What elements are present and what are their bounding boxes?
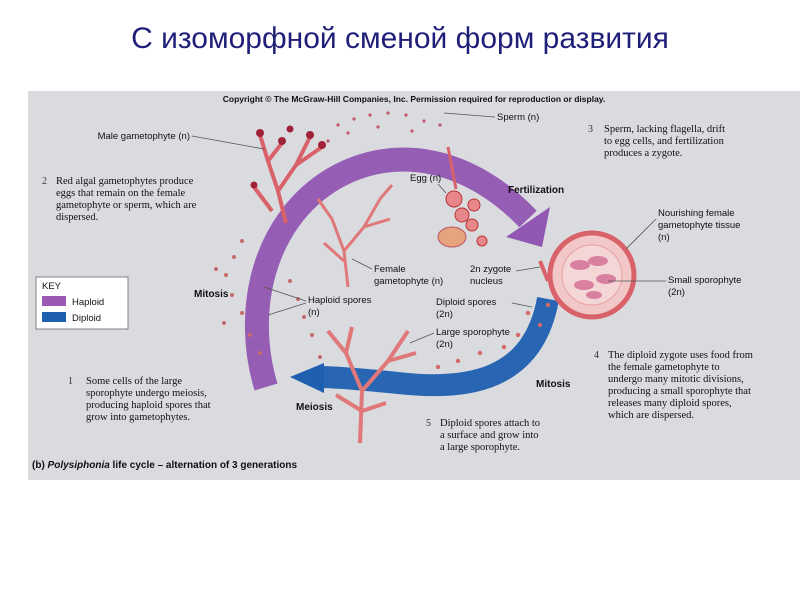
sperm-clusters [250,125,326,189]
step-4-line2: the female gametophyte to [608,362,720,373]
legend-swatch-haploid [42,296,66,306]
step-5-number: 5 [426,418,431,429]
step-4-line5: releases many diploid spores, [608,398,732,409]
step-4-line3: undergo many mitotic divisions, [608,374,744,385]
label-nourishing-line3: (n) [658,232,670,243]
legend-title: KEY [42,281,62,292]
step-1-line3: producing haploid spores that [86,400,211,411]
diploid-arrowhead [290,363,324,393]
diploid-spore-dots [435,302,551,370]
sperm-dots [326,111,442,143]
step-1-number: 1 [68,376,73,387]
label-haploid-spores-line1: Haploid spores [308,295,372,306]
legend-haploid: Haploid [72,297,104,308]
step-1-line1: Some cells of the large [86,376,182,387]
label-meiosis: Meiosis [296,402,333,413]
step-2-line1: Red algal gametophytes produce [56,176,194,187]
copyright-text: Copyright © The McGraw-Hill Companies, I… [223,94,606,104]
diploid-arrow [317,296,559,397]
label-large-sporophyte-line1: Large sporophyte [436,327,510,338]
step-3-line1: Sperm, lacking flagella, drift [604,124,725,135]
step-3-line2: to egg cells, and fertilization [604,136,725,147]
haploid-arrowhead [506,207,550,247]
label-small-sporophyte-line1: Small sporophyte [668,275,741,286]
male-gametophyte-illustration [252,134,324,224]
step-3-number: 3 [588,124,593,135]
step-1-line2: sporophyte undergo meiosis, [86,388,207,399]
legend-swatch-diploid [42,312,66,322]
legend-key: KEY Haploid Diploid [35,276,129,330]
label-zygote-line2: nucleus [470,276,503,287]
label-male-gametophyte: Male gametophyte (n) [98,131,190,142]
zygote-stalk [538,260,550,282]
step-5-line2: a surface and grow into [440,430,539,441]
label-egg: Egg (n) [410,173,441,184]
step-2-line3: gametophyte or sperm, which are [56,200,197,211]
small-sporophyte-illustration [547,230,637,320]
step-1-line4: grow into gametophytes. [86,412,190,423]
step-5-line3: a large sporophyte. [440,442,520,453]
female-gametophyte-illustration [316,184,394,288]
label-mitosis-right: Mitosis [536,379,571,390]
step-4-line6: which are dispersed. [608,410,694,421]
life-cycle-diagram: Copyright © The McGraw-Hill Companies, I… [32,94,753,471]
large-sporophyte-illustration [326,326,417,444]
label-large-sporophyte-line2: (2n) [436,339,453,350]
haploid-spore-dots [214,239,322,359]
label-nourishing-line1: Nourishing female [658,208,735,219]
label-nourishing-line2: gametophyte tissue [658,220,740,231]
life-cycle-figure: Copyright © The McGraw-Hill Companies, I… [28,91,800,480]
step-4-number: 4 [594,350,599,361]
step-2-line4: dispersed. [56,212,98,223]
step-4-line4: producing a small sporophyte that [608,386,751,397]
egg-illustration [437,146,488,248]
label-female-gametophyte-line2: gametophyte (n) [374,276,443,287]
step-2-number: 2 [42,176,47,187]
label-zygote-line1: 2n zygote [470,264,511,275]
label-sperm: Sperm (n) [497,112,539,123]
step-5-line1: Diploid spores attach to [440,418,540,429]
label-fertilization: Fertilization [508,185,564,196]
label-mitosis-left: Mitosis [194,289,229,300]
step-3-line3: produces a zygote. [604,148,682,159]
figure-caption: (b) Polysiphonia life cycle – alternatio… [32,460,298,471]
legend-diploid: Diploid [72,313,101,324]
label-diploid-spores-line2: (2n) [436,309,453,320]
label-diploid-spores-line1: Diploid spores [436,297,496,308]
label-haploid-spores-line2: (n) [308,307,320,318]
label-female-gametophyte-line1: Female [374,264,406,275]
slide-title: С изоморфной сменой форм развития [131,22,669,55]
step-2-line2: eggs that remain on the female [56,188,185,199]
haploid-arrow [244,147,537,391]
label-small-sporophyte-line2: (2n) [668,287,685,298]
step-4-line1: The diploid zygote uses food from [608,350,753,361]
